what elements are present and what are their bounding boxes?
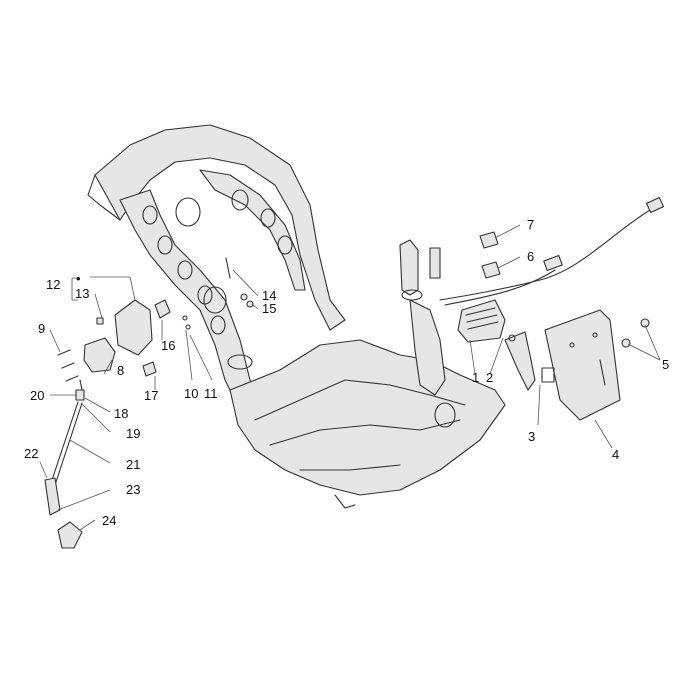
callout-23: 23 (126, 482, 140, 497)
callout-16: 16 (161, 338, 175, 353)
spark-cap-22-23 (44, 477, 61, 516)
scooter-frame (87, 124, 506, 509)
connector-8 (83, 337, 116, 373)
relay-6 (481, 261, 501, 279)
screw-14-15 (225, 257, 254, 308)
callout-19: 19 (126, 426, 140, 441)
plate-bracket (504, 331, 536, 391)
leader-lines (39, 224, 661, 531)
wiring-harness (439, 196, 665, 306)
callout-15: 15 (262, 301, 276, 316)
callout-10: 10 (184, 386, 198, 401)
callout-13: 13 (75, 286, 89, 301)
bushings-10-11 (182, 315, 191, 330)
callout-1: 1 (472, 370, 479, 385)
license-plate-holder (541, 309, 621, 421)
callout-20: 20 (30, 388, 44, 403)
rod-21 (51, 401, 83, 483)
callout-5: 5 (662, 357, 669, 372)
steering-post (399, 239, 441, 301)
callout-labels: 1 2 3 4 5 6 7 8 9 10 11 12 • 13 14 15 16… (24, 217, 669, 528)
callout-8: 8 (117, 363, 124, 378)
callout-9: 9 (38, 321, 45, 336)
callout-11: 11 (204, 386, 218, 401)
screws-5 (621, 318, 650, 348)
callout-12: 12 (46, 277, 60, 292)
callout-22: 22 (24, 446, 38, 461)
cap-24 (57, 521, 83, 549)
callout-14: 14 (262, 288, 276, 303)
callout-2: 2 (486, 370, 493, 385)
callout-17: 17 (144, 388, 158, 403)
relay-7 (479, 231, 499, 249)
clip-16 (154, 299, 171, 319)
callout-18: 18 (114, 406, 128, 421)
nut-13 (96, 317, 104, 325)
callout-21: 21 (126, 457, 140, 472)
voltage-regulator (457, 299, 506, 343)
callout-6: 6 (527, 249, 534, 264)
callout-7: 7 (527, 217, 534, 232)
cable-18-19-20 (75, 379, 85, 401)
clip-17 (142, 361, 157, 377)
callout-24: 24 (102, 513, 116, 528)
callout-4: 4 (612, 447, 619, 462)
bracket-12 (114, 299, 153, 356)
screw-9 (57, 349, 79, 382)
bracket-dot: • (76, 271, 81, 286)
callout-3: 3 (528, 429, 535, 444)
